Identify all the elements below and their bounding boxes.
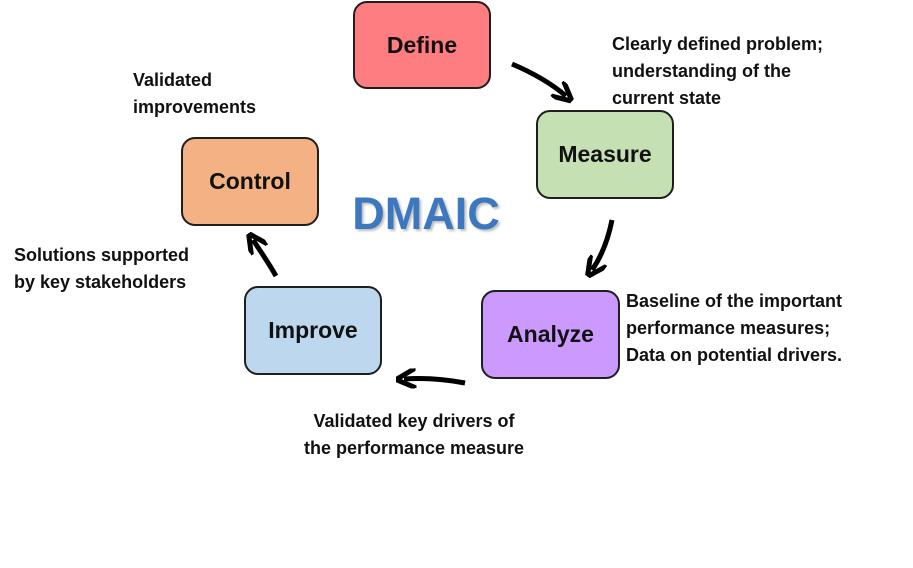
- control-box: Control: [181, 137, 319, 226]
- control-output-note: Validated improvements: [133, 70, 257, 117]
- diagram-title: DMAIC: [352, 188, 500, 239]
- define-box: Define: [353, 1, 491, 89]
- improve-output-note: Solutions supported by key stakeholders: [14, 245, 189, 292]
- analyze-box: Analyze: [481, 290, 620, 379]
- measure-box: Measure: [536, 110, 674, 199]
- measure-output-note: Baseline of the important performance me…: [626, 291, 843, 365]
- define-output-note: Clearly defined problem; understanding o…: [612, 34, 824, 108]
- analyze-output-note: Validated key drivers of the performance…: [303, 411, 525, 458]
- arrow-define-to-measure: [511, 61, 566, 96]
- improve-box: Improve: [244, 286, 382, 375]
- arrow-improve-to-control: [253, 240, 279, 278]
- arrow-measure-to-analyze: [592, 219, 615, 270]
- arrow-analyze-to-improve: [404, 379, 466, 384]
